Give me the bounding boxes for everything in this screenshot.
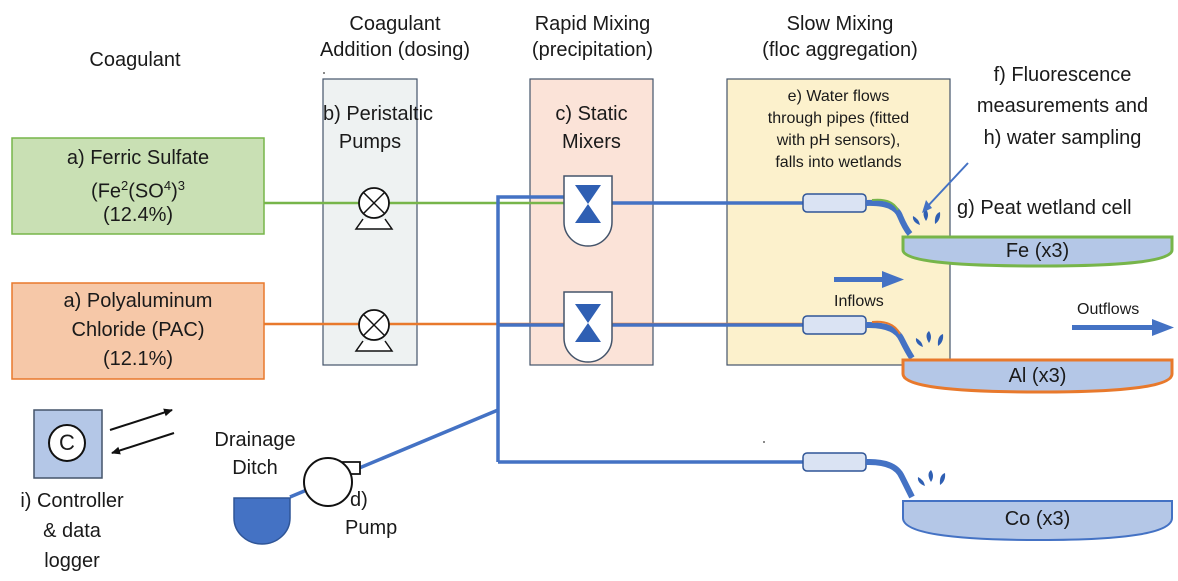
water-flow-text-1: e) Water flows (787, 88, 890, 105)
controller-signal-out-arrow (109, 408, 173, 431)
fluorescence-pointer-arrow (925, 162, 969, 209)
pump-icon (303, 457, 361, 507)
pac-label-2: Chloride (PAC) (71, 319, 205, 341)
peristaltic-pumps-label-1: b) Peristaltic (323, 103, 434, 125)
ferric-sulfate-label: a) Ferric Sulfate (66, 147, 210, 169)
al-cell-label: Al (x3) (1008, 365, 1067, 387)
controller-symbol: C (59, 430, 75, 455)
co-cell-label: Co (x3) (1004, 508, 1071, 530)
column-header-rapid-1: Rapid Mixing (534, 13, 651, 35)
fluorescence-label-3: h) water sampling (983, 127, 1142, 149)
column-header-rapid-2: (precipitation) (531, 39, 654, 61)
drainage-ditch-label-1: Drainage (214, 429, 296, 451)
inflows-label: Inflows (834, 293, 884, 310)
pump-label-1: d) (350, 489, 368, 511)
drainage-ditch-icon (233, 497, 291, 545)
speck (763, 441, 765, 443)
controller-label-2: & data (43, 520, 101, 542)
fe-outlet-pipe-icon (802, 193, 941, 236)
outflow-arrow-icon (1072, 319, 1174, 336)
drainage-ditch-label-2: Ditch (232, 457, 278, 479)
fe-wetland-cell (901, 235, 1174, 268)
static-mixers-label-2: Mixers (562, 131, 621, 153)
column-header-slow-1: Slow Mixing (786, 13, 894, 35)
controller-circle-icon (48, 424, 86, 462)
water-supply-lines (289, 195, 803, 499)
column-header-dosing-2: Addition (dosing) (319, 39, 471, 61)
pac-label-1: a) Polyaluminum (63, 290, 213, 312)
static-mixer-fe-icon (563, 175, 613, 247)
column-header-coagulant: Coagulant (89, 49, 181, 71)
water-flow-text-4: falls into wetlands (775, 154, 902, 171)
column-header-dosing-1: Coagulant (349, 13, 441, 35)
water-flow-text-2: through pipes (fitted (767, 110, 910, 127)
al-wetland-cell (901, 358, 1174, 394)
controller-label-3: logger (44, 550, 100, 572)
outflows-label: Outflows (1077, 301, 1140, 318)
pac-box (11, 282, 265, 380)
peristaltic-pumps-label-2: Pumps (338, 131, 402, 153)
al-outlet-pipe-icon (802, 315, 944, 360)
inflow-arrow-icon (834, 271, 904, 288)
fluorescence-label-1: f) Fluorescence (993, 64, 1132, 86)
ferric-sulfate-box (11, 137, 265, 235)
controller-label-1: i) Controller (20, 490, 124, 512)
peristaltic-pump-al-icon (354, 309, 394, 352)
peat-wetland-label: g) Peat wetland cell (957, 197, 1132, 219)
peristaltic-pump-fe-icon (354, 187, 394, 230)
fluorescence-label-2: measurements and (976, 95, 1149, 117)
co-outlet-pipe-icon (802, 452, 946, 499)
co-wetland-cell (902, 500, 1173, 542)
static-mixers-label-1: c) Static (555, 103, 628, 125)
column-header-slow-2: (floc aggregation) (762, 39, 918, 61)
static-mixer-al-icon (563, 291, 613, 363)
pac-percent: (12.1%) (102, 348, 174, 370)
water-flow-text-3: with pH sensors), (776, 132, 901, 149)
fe-cell-label: Fe (x3) (1005, 240, 1070, 262)
speck (323, 72, 325, 74)
ferric-sulfate-percent: (12.4%) (102, 204, 174, 226)
ferric-sulfate-formula: (Fe2(SO4)3 (91, 178, 185, 203)
slow-mixing-panel (726, 78, 951, 366)
pump-label-2: Pump (345, 517, 398, 539)
controller-signal-in-arrow (111, 432, 175, 455)
